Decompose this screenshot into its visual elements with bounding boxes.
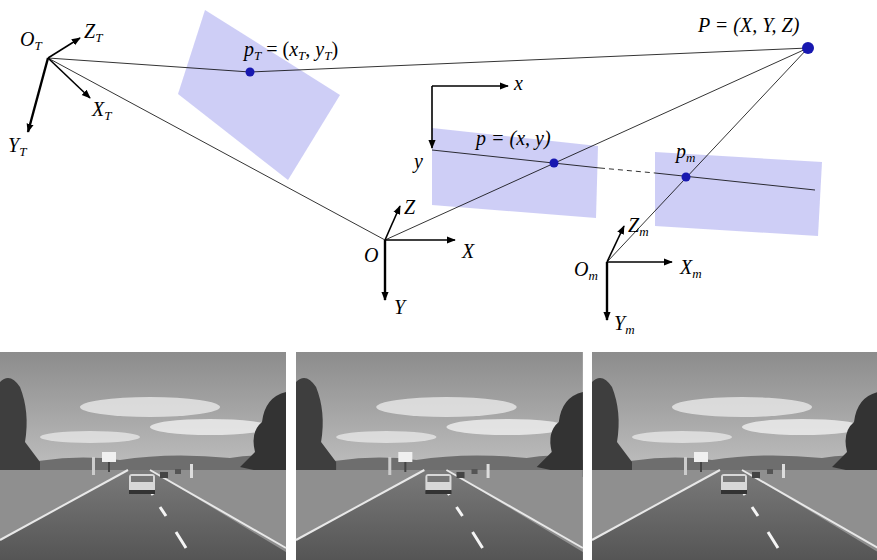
math-label: XT xyxy=(92,98,111,127)
projection-rays xyxy=(48,48,815,262)
axis-label: X xyxy=(92,98,104,120)
road-photo xyxy=(0,352,286,560)
math-label: YT xyxy=(8,134,26,163)
road-photo xyxy=(296,352,583,560)
axis-label: , xyxy=(305,38,315,60)
axis-label: y xyxy=(414,150,423,172)
road-photo xyxy=(592,352,877,560)
subscript: m xyxy=(625,322,634,337)
subscript: T xyxy=(254,48,261,63)
subscript: T xyxy=(324,48,331,63)
subscript: m xyxy=(686,150,695,165)
math-label: x xyxy=(514,72,523,94)
math-label: Xm xyxy=(680,256,702,285)
axis-label: X xyxy=(680,256,692,278)
axis-label: x xyxy=(289,38,298,60)
axis-label: Y xyxy=(394,296,405,318)
subscript: T xyxy=(104,108,111,123)
image-plane xyxy=(178,10,340,180)
axis-label: O xyxy=(364,244,378,266)
math-label: O xyxy=(364,244,378,266)
subscript: T xyxy=(34,38,41,53)
axis-label: O xyxy=(20,28,34,50)
subscript: m xyxy=(639,224,648,239)
coordinate-axes xyxy=(28,38,672,320)
math-label: p = (x, y) xyxy=(476,127,551,149)
image-plane xyxy=(432,128,598,218)
image-plane xyxy=(655,152,822,236)
axis-label: = ( xyxy=(261,38,289,60)
math-label: Ym xyxy=(614,312,635,341)
math-label: Zm xyxy=(628,214,649,243)
axis-label: ) xyxy=(331,38,338,60)
subscript: T xyxy=(298,48,305,63)
math-label: pm xyxy=(676,140,695,169)
math-label: Om xyxy=(574,258,598,287)
math-label: Y xyxy=(394,296,405,318)
axis-label: P = (X, Y, Z) xyxy=(698,14,799,36)
axis-label: p xyxy=(676,140,686,162)
math-label: Z xyxy=(404,196,415,218)
subscript: T xyxy=(95,30,102,45)
subscript: m xyxy=(588,268,597,283)
axis-label: Y xyxy=(8,134,19,156)
math-label: X xyxy=(462,240,474,262)
axis-label: Z xyxy=(84,20,95,42)
axis-label: y xyxy=(315,38,324,60)
axis-label: Z xyxy=(404,196,415,218)
math-label: ZT xyxy=(84,20,102,49)
subscript: T xyxy=(19,144,26,159)
points xyxy=(246,42,815,182)
axis-label: x xyxy=(514,72,523,94)
math-label: pT = (xT, yT) xyxy=(244,38,338,67)
axis-label: Z xyxy=(628,214,639,236)
math-label: y xyxy=(414,150,423,172)
axis-label: Y xyxy=(614,312,625,334)
subscript: m xyxy=(692,266,701,281)
axis-label: p xyxy=(244,38,254,60)
axis-label: O xyxy=(574,258,588,280)
axis-label: p = (x, y) xyxy=(476,127,551,149)
axis-label: X xyxy=(462,240,474,262)
math-label: P = (X, Y, Z) xyxy=(698,14,799,36)
math-label: OT xyxy=(20,28,42,57)
